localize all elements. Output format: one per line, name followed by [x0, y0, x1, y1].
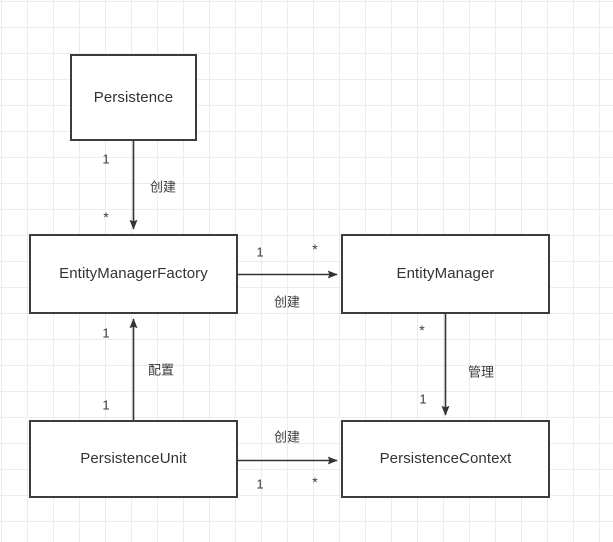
- node-label: PersistenceContext: [379, 450, 512, 467]
- edge-label-source-multiplicity: 1: [102, 397, 110, 413]
- edge-label-target-multiplicity: 1: [419, 391, 427, 407]
- edge-label-source-multiplicity: 1: [256, 476, 264, 492]
- node-label: PersistenceUnit: [80, 450, 187, 467]
- edge-label-target-multiplicity: *: [312, 474, 318, 490]
- edge-label-target-multiplicity: 1: [102, 325, 110, 341]
- edge-label-name: 管理: [467, 365, 495, 381]
- node-entity-manager-factory[interactable]: EntityManagerFactory: [29, 234, 238, 314]
- node-persistence-unit[interactable]: PersistenceUnit: [29, 420, 238, 498]
- edge-label-source-multiplicity: 1: [102, 151, 110, 167]
- edge-label-name: 配置: [147, 363, 175, 379]
- edge-label-name: 创建: [273, 295, 301, 311]
- node-label: Persistence: [93, 88, 174, 106]
- node-persistence-context[interactable]: PersistenceContext: [341, 420, 550, 498]
- node-label: EntityManager: [396, 265, 495, 282]
- edge-label-name: 创建: [273, 430, 301, 446]
- edge-label-target-multiplicity: *: [103, 209, 109, 225]
- edge-label-target-multiplicity: *: [312, 241, 318, 257]
- node-entity-manager[interactable]: EntityManager: [341, 234, 550, 314]
- edge-label-name: 创建: [149, 180, 177, 196]
- node-persistence[interactable]: Persistence: [70, 54, 197, 141]
- edge-label-source-multiplicity: 1: [256, 244, 264, 260]
- node-label: EntityManagerFactory: [59, 265, 208, 282]
- edge-label-source-multiplicity: *: [419, 322, 425, 338]
